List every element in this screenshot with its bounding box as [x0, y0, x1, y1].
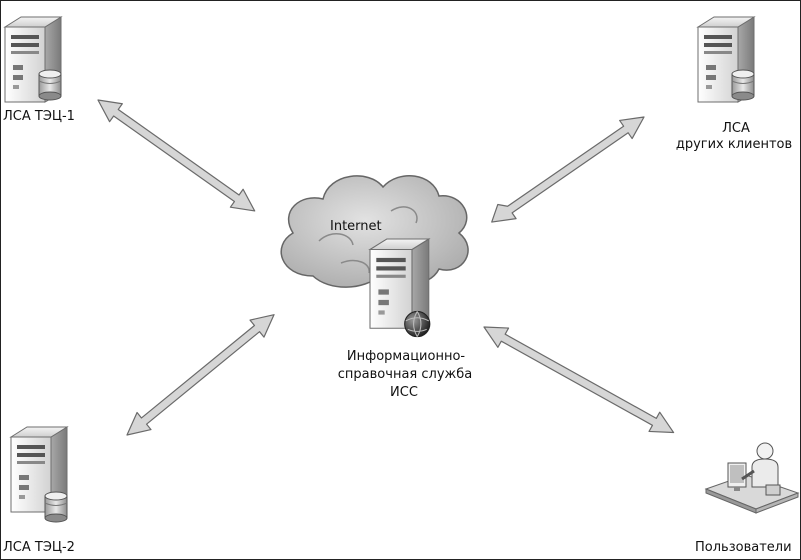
server-globe-icon	[369, 238, 431, 338]
iss-label-line3: ИСС	[390, 385, 418, 400]
arrows	[97, 99, 675, 436]
user-at-desk-icon	[704, 442, 800, 514]
arrow-users-iss	[483, 326, 675, 434]
other-clients-label-line2: других клиентов	[675, 137, 793, 152]
server-db-icon	[4, 16, 62, 103]
tec1-label: ЛСА ТЭЦ-1	[3, 109, 75, 124]
tec2-label: ЛСА ТЭЦ-2	[3, 540, 75, 555]
users-label: Пользователи	[695, 540, 792, 555]
other-clients-label-line1: ЛСА	[722, 121, 750, 136]
iss-label-line2: справочная служба	[337, 367, 473, 382]
iss-label-line1: Информационно-	[346, 349, 466, 364]
arrow-tec2-iss	[126, 314, 275, 436]
server-db-icon	[10, 426, 68, 523]
server-db-icon	[697, 16, 755, 103]
internet-label: Internet	[330, 219, 382, 234]
arrow-other-iss	[491, 116, 645, 223]
arrow-tec1-iss	[97, 99, 256, 212]
